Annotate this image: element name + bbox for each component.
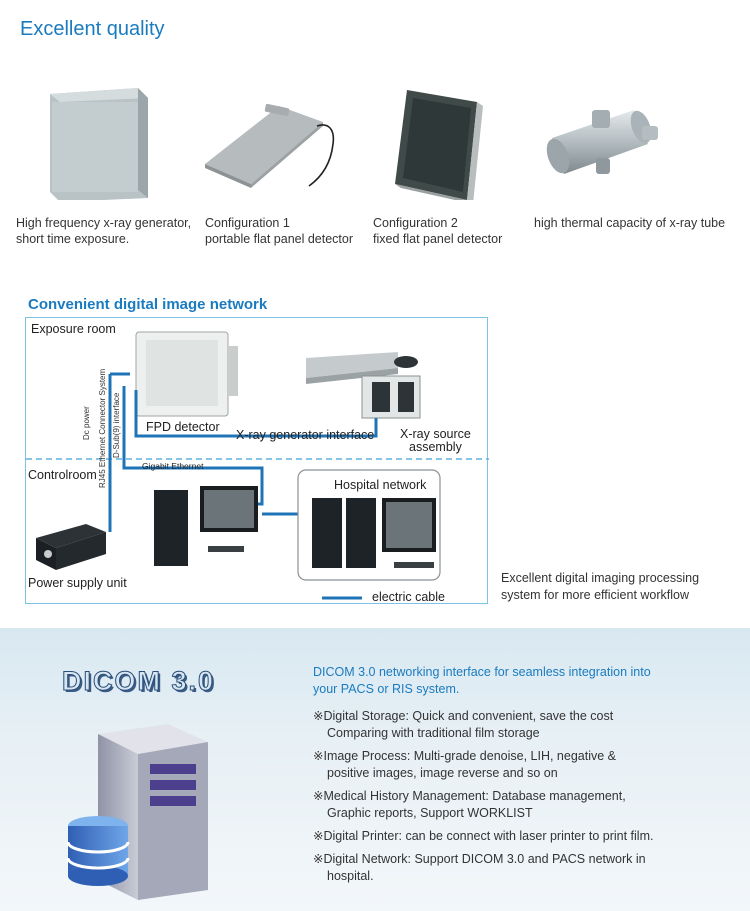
dicom-intro-line2: your PACS or RIS system. [313, 682, 460, 696]
power-supply-label: Power supply unit [28, 576, 127, 590]
feature-lead: ※Image Process: Multi-grade denoise, LIH… [313, 749, 616, 763]
dsub-interface-label: D-Sub(9) interface [112, 392, 121, 458]
workflow-line2: system for more efficient workflow [501, 588, 690, 602]
xray-tube-image [546, 110, 658, 174]
network-diagram: Exposure room Controlroom FPD detector X… [25, 317, 489, 604]
xray-source-device [306, 352, 421, 419]
workstation-device [154, 486, 258, 566]
product-caption-line2: fixed flat panel detector [373, 232, 503, 246]
dicom-logo: DICOM 3.0 [61, 666, 216, 697]
product-caption-line2: portable flat panel detector [205, 232, 354, 246]
dicom-section: DICOM 3.0 DICOM 3.0 networking interface… [0, 628, 750, 911]
list-item: ※Medical History Management: Database ma… [313, 788, 733, 822]
feature-lead: ※Digital Printer: can be connect with la… [313, 829, 654, 843]
rj45-connector-label: RJ45 Ethernet Connector System [98, 368, 107, 488]
fixed-flat-panel-image [395, 90, 483, 200]
product-caption-line1: high thermal capacity of x-ray tube [534, 216, 726, 230]
product-section: Excellent quality High frequency x-ray g… [16, 18, 741, 604]
xray-source-label-line2: assembly [409, 440, 462, 454]
power-supply-device [36, 524, 106, 570]
workflow-text: Excellent digital imaging processing sys… [501, 570, 741, 604]
xray-generator-image [50, 88, 148, 200]
dicom-feature-list: ※Digital Storage: Quick and convenient, … [313, 708, 733, 891]
feature-cont: Comparing with traditional film storage [327, 726, 540, 740]
portable-flat-panel-image [205, 103, 335, 188]
feature-cont: positive images, image reverse and so on [327, 766, 558, 780]
exposure-room-label: Exposure room [31, 322, 116, 336]
dc-power-label: Dc power [82, 406, 91, 440]
list-item: ※Digital Storage: Quick and convenient, … [313, 708, 733, 742]
control-room-label: Controlroom [28, 468, 97, 482]
feature-cont: hospital. [327, 869, 374, 883]
product-caption-line1: High frequency x-ray generator, [16, 216, 192, 230]
xray-source-label: X-ray source assembly [400, 428, 471, 454]
feature-lead: ※Medical History Management: Database ma… [313, 789, 626, 803]
feature-lead: ※Digital Network: Support DICOM 3.0 and … [313, 852, 646, 866]
list-item: ※Digital Network: Support DICOM 3.0 and … [313, 851, 733, 885]
xray-generator-interface-label: X-ray generator interface [236, 428, 375, 442]
fpd-detector-label: FPD detector [146, 420, 220, 434]
network-diagram-drawing [26, 331, 489, 600]
network-title: Convenient digital image network [28, 296, 268, 313]
list-item: ※Image Process: Multi-grade denoise, LIH… [313, 748, 733, 782]
dicom-intro: DICOM 3.0 networking interface for seaml… [313, 664, 733, 698]
feature-cont: Graphic reports, Support WORKLIST [327, 806, 533, 820]
product-caption-line2: short time exposure. [16, 232, 130, 246]
gigabit-ethernet-label: Gigabit Ethernet [142, 461, 204, 471]
hospital-network-label: Hospital network [334, 478, 427, 492]
product-caption-line1: Configuration 2 [373, 216, 458, 230]
product-caption-line1: Configuration 1 [205, 216, 290, 230]
quality-title: Excellent quality [20, 18, 165, 40]
xray-source-label-line1: X-ray source [400, 427, 471, 441]
dicom-intro-line1: DICOM 3.0 networking interface for seaml… [313, 665, 651, 679]
fpd-detector-device [135, 331, 238, 417]
legend-cable-label: electric cable [372, 590, 445, 604]
feature-lead: ※Digital Storage: Quick and convenient, … [313, 709, 614, 723]
workflow-line1: Excellent digital imaging processing [501, 571, 700, 585]
list-item: ※Digital Printer: can be connect with la… [313, 828, 733, 845]
hospital-computers [312, 498, 436, 568]
server-database-icon [66, 724, 208, 900]
